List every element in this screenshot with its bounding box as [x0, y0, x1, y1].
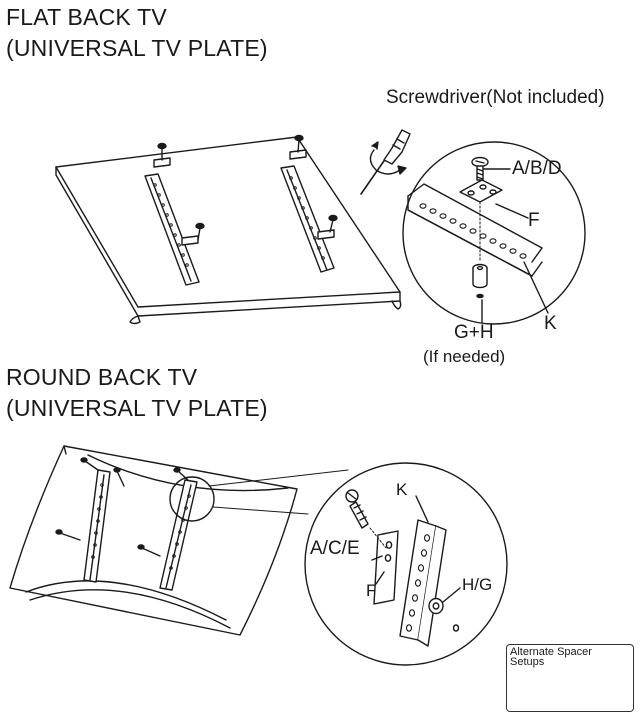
round-tv-rail-right [137, 467, 198, 591]
round-label-washer: F [366, 581, 377, 600]
flat-tv-rail-left [144, 142, 205, 286]
round-tv-rail-left [55, 457, 125, 583]
flat-label-spacer: G+H [454, 322, 494, 343]
round-back-subtitle: (UNIVERSAL TV PLATE) [6, 395, 268, 421]
round-back-heading: ROUND BACK TV (UNIVERSAL TV PLATE) [6, 362, 268, 424]
flat-label-screw: A/B/D [512, 158, 562, 179]
round-label-spacer: H/G [462, 575, 493, 594]
screw-icon [471, 156, 489, 181]
rotate-arrow-icon [369, 141, 407, 175]
flat-back-heading: FLAT BACK TV (UNIVERSAL TV PLATE) [6, 2, 268, 64]
round-back-title: ROUND BACK TV [6, 364, 198, 390]
alternate-spacer-title: Alternate Spacer Setups [510, 646, 592, 668]
round-detail-circle [304, 462, 508, 666]
spacer-icon [428, 597, 460, 632]
spacer-icon [472, 263, 488, 299]
bracket-holes [419, 203, 527, 259]
round-label-screw: A/C/E [310, 538, 360, 559]
alternate-spacer-box: Alternate Spacer Setups [506, 644, 634, 712]
round-zoom-marker [169, 476, 215, 522]
rail-holes [153, 183, 189, 267]
flat-label-spacer-note: (If needed) [423, 347, 506, 366]
flat-detail-circle [402, 141, 586, 325]
screwdriver-note: Screwdriver(Not included) [386, 87, 605, 108]
flat-tv-back [55, 136, 402, 325]
flat-back-title: FLAT BACK TV [6, 4, 167, 30]
round-label-bracket: K [396, 480, 408, 499]
round-tv-back [9, 445, 298, 636]
flat-back-subtitle: (UNIVERSAL TV PLATE) [6, 35, 268, 61]
flat-label-bracket: K [544, 313, 557, 334]
flat-label-washer: F [528, 210, 540, 231]
flat-tv-rail-right [280, 134, 338, 273]
screwdriver-icon [360, 129, 411, 195]
screw-icon [345, 489, 369, 529]
